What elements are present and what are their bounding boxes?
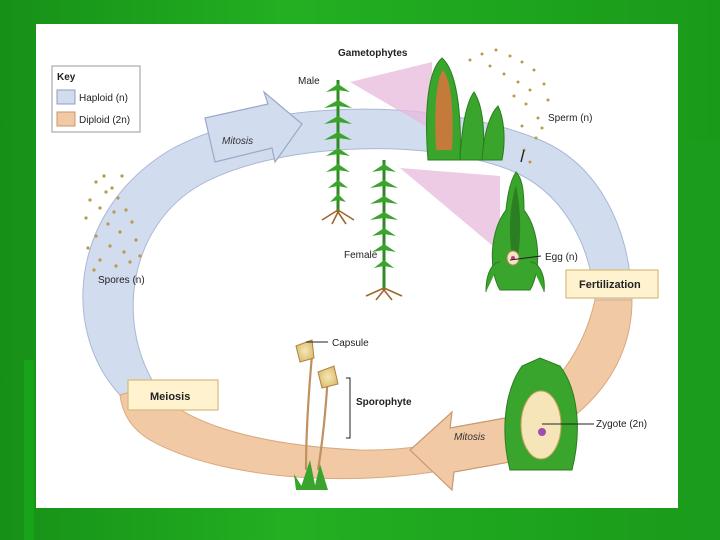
meiosis-box: Meiosis — [127, 379, 219, 411]
zygote-cells — [504, 357, 578, 471]
mitosis-top-label: Mitosis — [222, 136, 253, 147]
capsule-label: Capsule — [332, 338, 369, 349]
female-label: Female — [344, 250, 378, 261]
key-diploid-swatch — [56, 111, 76, 127]
key-haploid-label: Haploid (n) — [79, 93, 128, 104]
egg-pointer-line — [509, 255, 542, 261]
key-haploid-swatch — [56, 89, 76, 105]
spores-label: Spores (n) — [98, 275, 145, 286]
key-legend: Key Haploid (n) Diploid (2n) — [51, 65, 141, 133]
capsule-right — [317, 365, 339, 389]
male-projection-wedge — [350, 62, 432, 130]
sporophyte-plants — [294, 339, 339, 490]
spores-scatter — [84, 174, 142, 272]
key-title: Key — [57, 72, 76, 83]
male-gametophyte-plant — [321, 80, 355, 225]
sperm-scatter — [468, 48, 550, 164]
fertilization-label: Fertilization — [579, 279, 641, 291]
zygote-label: Zygote (2n) — [596, 419, 647, 430]
gametophytes-label: Gametophytes — [338, 48, 408, 59]
sporophyte-label: Sporophyte — [356, 397, 412, 408]
decor-stripe-left — [24, 360, 34, 540]
meiosis-label: Meiosis — [150, 391, 190, 403]
egg-label: Egg (n) — [545, 252, 578, 263]
fertilization-box: Fertilization — [565, 269, 659, 299]
key-diploid-label: Diploid (2n) — [79, 115, 130, 126]
male-label: Male — [298, 76, 320, 87]
sperm-label: Sperm (n) — [548, 113, 592, 124]
archegonium-cells — [485, 171, 545, 293]
mitosis-top-arrow-icon — [204, 90, 303, 164]
capsule-left — [295, 339, 315, 363]
female-gametophyte-plant — [365, 160, 403, 301]
mitosis-bottom-arrow-icon — [409, 410, 511, 492]
sporophyte-bracket — [346, 377, 351, 439]
antheridium-cells — [426, 57, 505, 161]
decor-stripe-right — [680, 140, 720, 540]
mitosis-bottom-label: Mitosis — [454, 432, 485, 443]
female-projection-wedge — [400, 168, 500, 252]
sperm-pointer-arrow — [520, 149, 525, 163]
